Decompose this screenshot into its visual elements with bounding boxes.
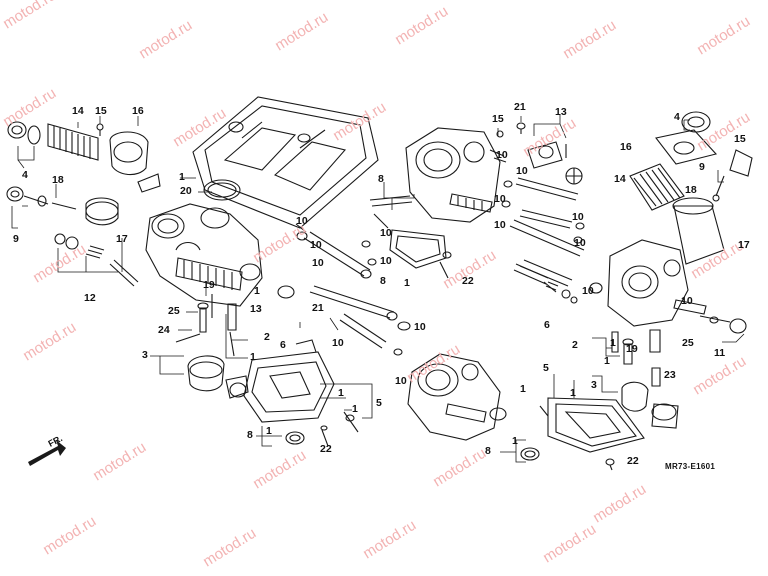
callout-3: 3 <box>591 379 597 391</box>
callout-22: 22 <box>320 443 332 455</box>
callout-9: 9 <box>699 161 705 173</box>
callout-13: 13 <box>250 303 262 315</box>
callout-25: 25 <box>168 305 180 317</box>
callout-11: 11 <box>714 347 726 359</box>
callout-1: 1 <box>520 383 526 395</box>
callout-10: 10 <box>572 211 584 223</box>
callout-5: 5 <box>543 362 549 374</box>
right-cap-assembly <box>629 111 753 265</box>
pilot-screw-set-left <box>54 233 139 287</box>
callout-10: 10 <box>582 285 594 297</box>
callout-15: 15 <box>492 113 504 125</box>
callout-15: 15 <box>734 133 746 145</box>
callout-10: 10 <box>332 337 344 349</box>
callout-1: 1 <box>352 403 358 415</box>
callout-22: 22 <box>462 275 474 287</box>
callout-25: 25 <box>682 337 694 349</box>
callout-10: 10 <box>395 375 407 387</box>
left-carburetor-body <box>145 203 295 307</box>
callout-2: 2 <box>572 339 578 351</box>
right-tubes <box>501 177 585 293</box>
callout-1: 1 <box>254 285 260 297</box>
callout-1: 1 <box>404 277 410 289</box>
callout-14: 14 <box>72 105 84 117</box>
callout-1: 1 <box>512 435 518 447</box>
right-top-parts <box>489 122 583 185</box>
callout-13: 13 <box>555 106 567 118</box>
callout-10: 10 <box>296 215 308 227</box>
gasket-ring <box>203 179 241 201</box>
center-float-chamber <box>373 213 452 279</box>
callout-1: 1 <box>266 425 272 437</box>
callout-12: 12 <box>84 292 96 304</box>
fuel-transfer-pipes <box>295 223 411 356</box>
callout-10: 10 <box>494 193 506 205</box>
callout-20: 20 <box>180 185 192 197</box>
callout-6: 6 <box>544 319 550 331</box>
callout-4: 4 <box>22 169 28 181</box>
callout-10: 10 <box>494 219 506 231</box>
callout-17: 17 <box>116 233 128 245</box>
callout-23: 23 <box>664 369 676 381</box>
right-jets <box>611 315 747 387</box>
callout-24: 24 <box>158 324 170 336</box>
callout-1: 1 <box>338 387 344 399</box>
callout-16: 16 <box>132 105 144 117</box>
callout-8: 8 <box>380 275 386 287</box>
callout-4: 4 <box>674 111 680 123</box>
left-float-assembly <box>187 339 335 423</box>
callout-18: 18 <box>52 174 64 186</box>
callout-1: 1 <box>570 387 576 399</box>
callout-7: 8 <box>378 173 384 185</box>
callout-5: 5 <box>376 397 382 409</box>
callout-14: 14 <box>614 173 626 185</box>
callout-10: 10 <box>414 321 426 333</box>
callout-1: 1 <box>604 355 610 367</box>
front-arrow-icon <box>28 440 66 466</box>
callout-17: 17 <box>738 239 750 251</box>
callout-3: 3 <box>142 349 148 361</box>
right-float-assembly <box>520 381 679 471</box>
callout-10: 10 <box>380 227 392 239</box>
callout-21: 21 <box>312 302 324 314</box>
callout-10: 10 <box>496 149 508 161</box>
callout-10: 10 <box>312 257 324 269</box>
right-carburetor-body <box>589 239 707 327</box>
callout-19: 19 <box>626 343 638 355</box>
callout-2: 2 <box>264 331 270 343</box>
left-choke-parts <box>6 186 119 226</box>
right-upper-carburetor-body <box>369 127 501 223</box>
callout-10: 10 <box>574 237 586 249</box>
diagram-code: MR73-E1601 <box>665 462 716 471</box>
callout-1: 1 <box>179 171 185 183</box>
callout-9: 9 <box>13 233 19 245</box>
lower-carburetor-body <box>407 353 507 441</box>
callout-22: 22 <box>627 455 639 467</box>
drain-plug-left <box>285 431 305 445</box>
callout-19: 19 <box>203 279 215 291</box>
callout-18: 18 <box>685 184 697 196</box>
left-top-assembly <box>7 121 161 193</box>
callout-21: 21 <box>514 101 526 113</box>
callout-10: 10 <box>310 239 322 251</box>
left-jets <box>175 294 237 357</box>
callout-6: 6 <box>280 339 286 351</box>
callout-1: 1 <box>250 351 256 363</box>
callout-1: 1 <box>610 337 616 349</box>
callout-10: 10 <box>516 165 528 177</box>
callout-16: 16 <box>620 141 632 153</box>
pilot-screw-set-right <box>513 263 578 304</box>
callout-10: 10 <box>681 295 693 307</box>
callout-10: 10 <box>380 255 392 267</box>
leader-lines <box>11 114 745 463</box>
callout-15: 15 <box>95 105 107 117</box>
callout-8: 8 <box>485 445 491 457</box>
callout-8: 8 <box>247 429 253 441</box>
